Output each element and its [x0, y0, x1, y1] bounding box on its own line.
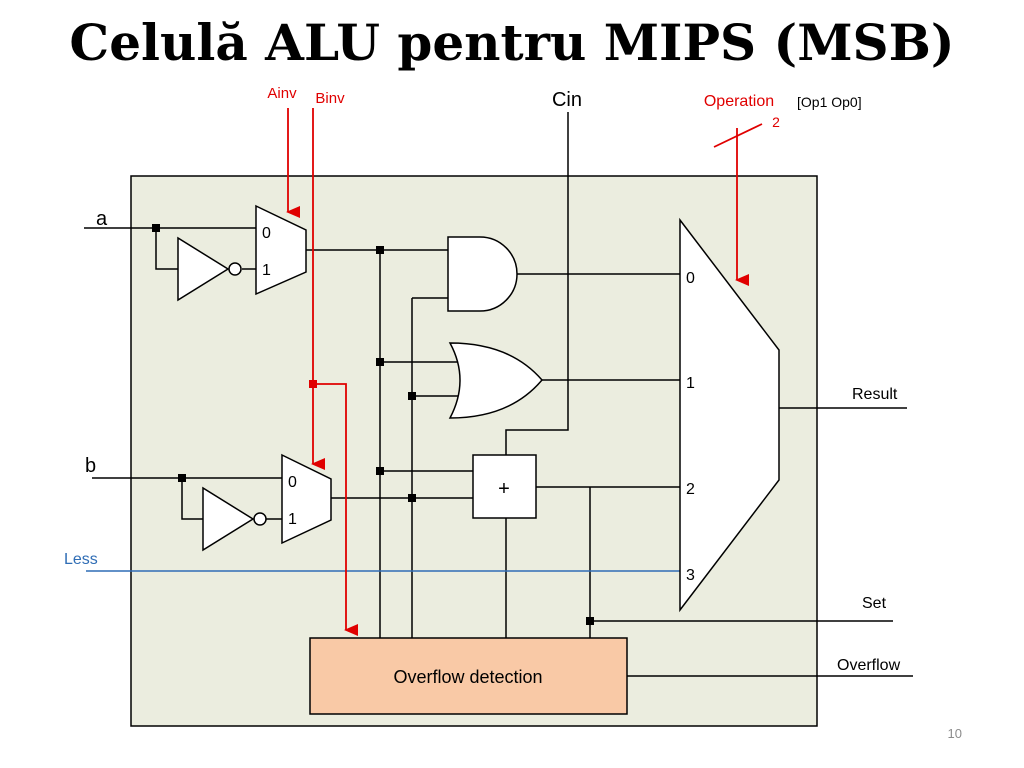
ainv-label: Ainv [267, 85, 297, 102]
less-label: Less [64, 551, 98, 568]
operation-label: Operation [704, 93, 774, 110]
inverter-b [202, 486, 267, 552]
binv-junction-dot [309, 380, 317, 388]
and-gate [447, 236, 518, 312]
mux-a-input-1: 1 [262, 262, 271, 279]
mux-a [255, 204, 307, 296]
page-number: 10 [947, 726, 962, 741]
set-label: Set [862, 595, 887, 612]
slide-title: Celulă ALU pentru MIPS (MSB) [69, 13, 955, 72]
mux-b [281, 453, 332, 545]
mux-b-input-0: 0 [288, 474, 297, 491]
input-a-label: a [96, 208, 108, 230]
result-label: Result [852, 386, 898, 403]
binv-label: Binv [315, 90, 345, 107]
adder [472, 454, 537, 519]
overflow-detection-label: Overflow detection [393, 667, 542, 687]
result-mux [679, 217, 780, 613]
result-mux-input-2: 2 [686, 481, 695, 498]
overflow-label: Overflow [837, 657, 901, 674]
result-mux-input-1: 1 [686, 375, 695, 392]
result-mux-input-0: 0 [686, 270, 695, 287]
op-bits-label: [Op1 Op0] [797, 94, 862, 110]
adder-symbol: + [498, 478, 510, 500]
mux-a-input-0: 0 [262, 225, 271, 242]
overflow-detection-box [309, 637, 628, 715]
mux-b-input-1: 1 [288, 511, 297, 528]
junction-dots [152, 224, 594, 625]
result-mux-input-3: 3 [686, 567, 695, 584]
control-lines [286, 108, 763, 636]
input-b-label: b [85, 455, 96, 477]
or-gate [448, 342, 543, 419]
cin-label: Cin [552, 89, 582, 111]
bus-width-label: 2 [772, 114, 780, 130]
inverter-a [177, 236, 242, 302]
